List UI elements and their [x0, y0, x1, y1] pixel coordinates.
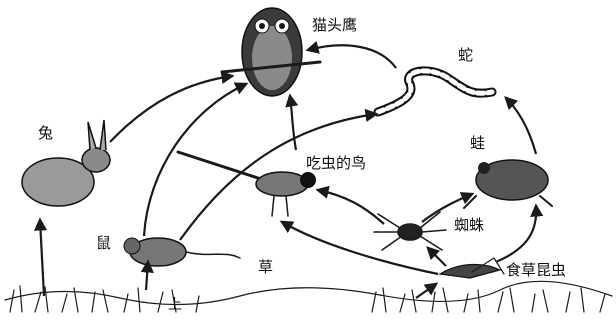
snake-illustration	[378, 71, 492, 112]
label-grass: 草	[258, 258, 273, 276]
arrow-grass-to-grasshopper	[416, 284, 436, 298]
grasshopper-illustration	[440, 258, 504, 278]
label-rabbit: 兔	[38, 124, 53, 142]
label-frog: 蛙	[470, 134, 485, 152]
bird-illustration	[178, 152, 316, 216]
label-mouse: 鼠	[96, 234, 111, 252]
footer-fragment-text: 上	[168, 297, 182, 313]
arrow-grasshopper-to-frog	[496, 206, 536, 262]
arrow-spider-to-bird	[318, 190, 384, 224]
arrow-bird-to-owl	[290, 96, 296, 150]
spider-illustration	[374, 212, 446, 250]
label-bird: 吃虫的鸟	[306, 154, 366, 172]
arrow-rabbit-to-owl	[110, 76, 232, 142]
arrow-grass-to-mouse	[146, 262, 148, 290]
label-owl: 猫头鹰	[312, 16, 357, 34]
arrow-grasshopper-to-spider	[428, 248, 446, 266]
arrow-frog-to-snake	[506, 98, 536, 154]
label-grasshopper: 食草昆虫	[506, 261, 566, 279]
arrow-mouse-to-owl	[144, 84, 246, 236]
arrow-snake-to-owl	[308, 45, 396, 68]
label-snake: 蛇	[458, 46, 473, 64]
arrow-grass-to-rabbit	[40, 220, 44, 296]
grass-ground-illustration	[5, 281, 612, 312]
rabbit-illustration	[22, 120, 110, 206]
owl-illustration	[222, 8, 320, 96]
frog-illustration	[464, 160, 552, 208]
mouse-illustration	[124, 238, 240, 266]
label-spider: 蜘蛛	[454, 216, 484, 234]
